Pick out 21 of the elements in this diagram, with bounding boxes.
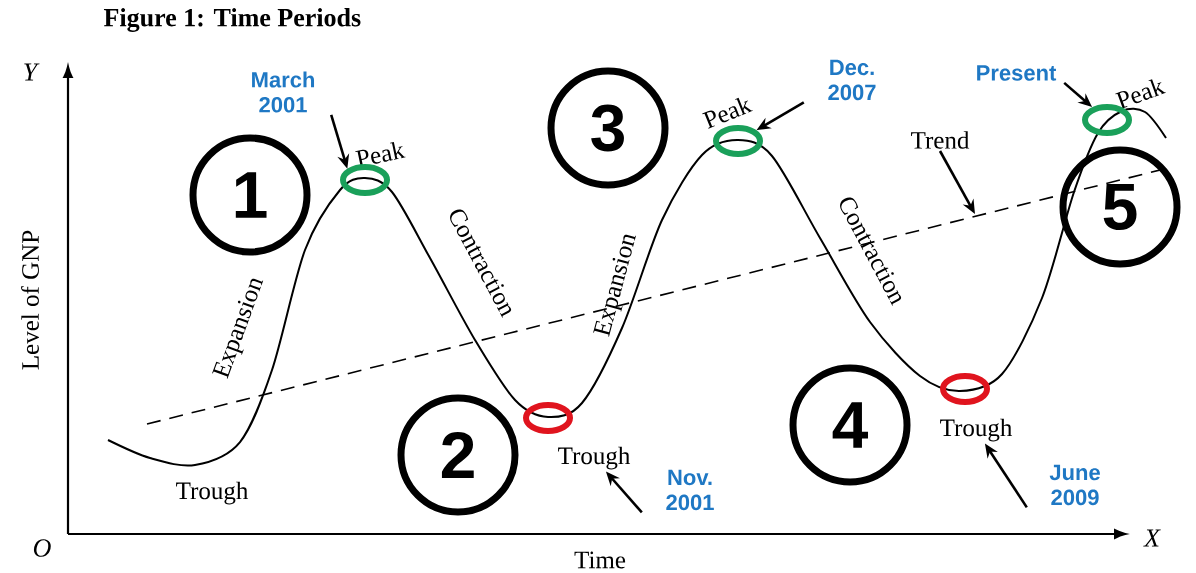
curve-label: Trough [940, 418, 1013, 442]
highlight-ring [940, 373, 990, 405]
date-label: Nov. 2001 [666, 469, 714, 511]
highlight-ring [523, 402, 573, 434]
curve-label: Peak [1115, 79, 1166, 110]
highlight-ring [340, 164, 390, 196]
date-label: Present [977, 65, 1057, 81]
curve-label: Trough [558, 446, 631, 470]
axis-label: Y [24, 63, 40, 81]
axis-label: X [1143, 529, 1161, 547]
axis-label: Time [574, 551, 626, 569]
axis-label: O [33, 539, 51, 557]
curve-label: Trend [911, 131, 970, 149]
curve-label: Peak [355, 142, 406, 168]
date-label: Dec. 2007 [828, 59, 876, 101]
figure-title: Figure 1: Time Periods [103, 8, 361, 32]
axis-label: Level of GNP [21, 230, 39, 370]
date-label: March 2001 [252, 71, 315, 113]
curve-label: Peak [702, 97, 753, 129]
curve-label: Trough [176, 481, 249, 505]
date-label: June 2009 [1049, 464, 1100, 506]
